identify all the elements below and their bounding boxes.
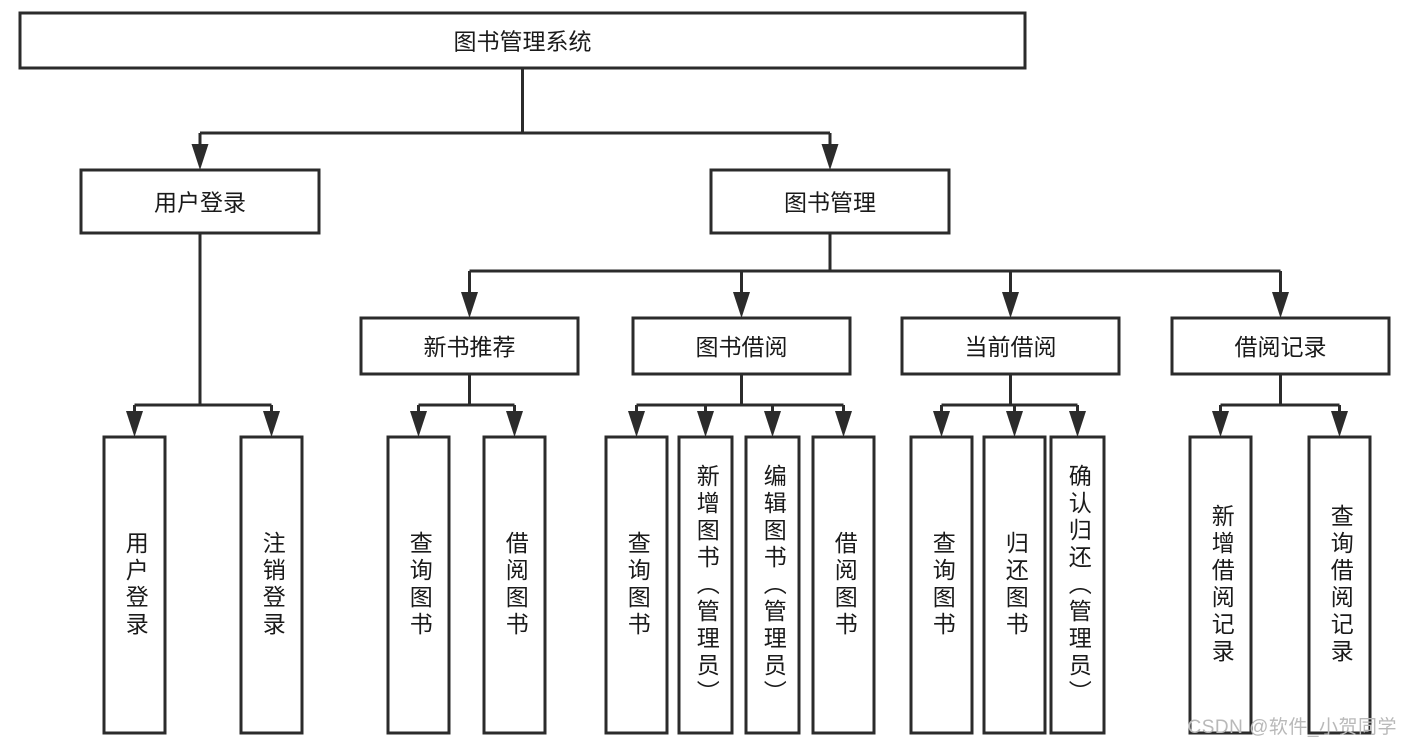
connector-group-current-borrow — [933, 374, 1086, 437]
node-book-manage[interactable]: 图书管理 — [709, 168, 951, 235]
node-box-leaf-book-edit[interactable] — [744, 435, 801, 735]
node-leaf-return-book[interactable] — [982, 435, 1047, 735]
node-label-new-book-rec: 新书推荐 — [424, 334, 516, 360]
node-box-leaf-rec-query[interactable] — [386, 435, 451, 735]
connector-group-borrow-record — [1212, 374, 1348, 437]
node-box-new-book-rec[interactable] — [359, 316, 580, 376]
arrow-head-icon — [1212, 411, 1229, 437]
node-box-root[interactable] — [18, 11, 1027, 70]
arrow-head-icon — [126, 411, 143, 437]
node-box-leaf-confirm-return[interactable] — [1049, 435, 1106, 735]
edges-layer — [126, 68, 1348, 437]
node-leaf-cur-query[interactable] — [909, 435, 974, 735]
node-box-leaf-return-book[interactable] — [982, 435, 1047, 735]
node-box-leaf-book-add[interactable] — [677, 435, 734, 735]
node-box-leaf-record-query[interactable] — [1307, 435, 1372, 735]
node-box-leaf-rec-borrow[interactable] — [482, 435, 547, 735]
node-leaf-borrow-query[interactable] — [604, 435, 669, 735]
node-box-book-manage[interactable] — [709, 168, 951, 235]
node-leaf-logout[interactable] — [239, 435, 304, 735]
node-box-leaf-cur-query[interactable] — [909, 435, 974, 735]
node-leaf-rec-borrow[interactable] — [482, 435, 547, 735]
connector-group-book-manage — [461, 233, 1289, 318]
node-box-leaf-logout[interactable] — [239, 435, 304, 735]
arrow-head-icon — [821, 144, 839, 170]
node-box-leaf-borrow-query[interactable] — [604, 435, 669, 735]
node-user-login[interactable]: 用户登录 — [79, 168, 321, 235]
node-leaf-book-edit[interactable] — [744, 435, 801, 735]
arrow-head-icon — [461, 292, 478, 318]
node-current-borrow[interactable]: 当前借阅 — [900, 316, 1121, 376]
arrow-head-icon — [506, 411, 523, 437]
node-root[interactable]: 图书管理系统 — [18, 11, 1027, 70]
node-box-borrow-record[interactable] — [1170, 316, 1391, 376]
node-book-borrow[interactable]: 图书借阅 — [631, 316, 852, 376]
arrow-head-icon — [1002, 292, 1019, 318]
arrow-head-icon — [1331, 411, 1348, 437]
node-leaf-confirm-return[interactable] — [1049, 435, 1106, 735]
arrow-head-icon — [697, 411, 714, 437]
arrow-head-icon — [1006, 411, 1023, 437]
node-box-leaf-borrow-book[interactable] — [811, 435, 876, 735]
arrow-head-icon — [733, 292, 750, 318]
arrow-head-icon — [933, 411, 950, 437]
node-label-root: 图书管理系统 — [454, 29, 592, 55]
arrow-head-icon — [191, 144, 209, 170]
connector-group-book-borrow — [628, 374, 852, 437]
watermark-text: CSDN @软件_小贺同学 — [1187, 717, 1397, 738]
node-label-borrow-record: 借阅记录 — [1235, 334, 1327, 360]
node-leaf-record-add[interactable] — [1188, 435, 1253, 735]
node-label-user-login: 用户登录 — [154, 190, 246, 216]
arrow-head-icon — [263, 411, 280, 437]
node-box-user-login[interactable] — [79, 168, 321, 235]
arrow-head-icon — [1272, 292, 1289, 318]
connector-group-root — [191, 68, 839, 170]
node-leaf-book-add[interactable] — [677, 435, 734, 735]
connector-group-new-book-rec — [410, 374, 523, 437]
arrow-head-icon — [764, 411, 781, 437]
node-box-leaf-user-login[interactable] — [102, 435, 167, 735]
arrow-head-icon — [1069, 411, 1086, 437]
node-box-leaf-record-add[interactable] — [1188, 435, 1253, 735]
node-label-current-borrow: 当前借阅 — [965, 334, 1057, 360]
node-label-book-manage: 图书管理 — [784, 190, 876, 216]
node-box-book-borrow[interactable] — [631, 316, 852, 376]
arrow-head-icon — [835, 411, 852, 437]
arrow-head-icon — [628, 411, 645, 437]
connector-group-user-login — [126, 233, 280, 437]
node-new-book-rec[interactable]: 新书推荐 — [359, 316, 580, 376]
node-leaf-user-login[interactable] — [102, 435, 167, 735]
node-leaf-borrow-book[interactable] — [811, 435, 876, 735]
node-leaf-rec-query[interactable] — [386, 435, 451, 735]
arrow-head-icon — [410, 411, 427, 437]
node-box-current-borrow[interactable] — [900, 316, 1121, 376]
node-leaf-record-query[interactable] — [1307, 435, 1372, 735]
node-label-book-borrow: 图书借阅 — [696, 334, 788, 360]
node-borrow-record[interactable]: 借阅记录 — [1170, 316, 1391, 376]
